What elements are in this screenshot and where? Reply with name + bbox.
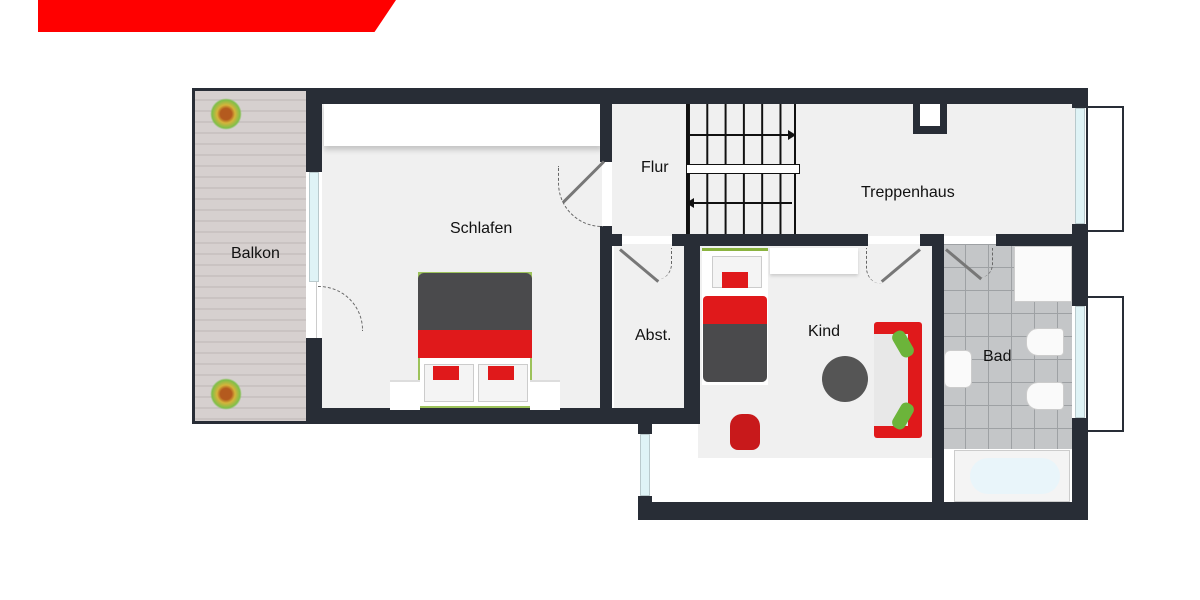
door-swing <box>978 248 993 278</box>
wall-left-upper <box>306 88 322 172</box>
stair-arrow-up <box>690 134 790 136</box>
room-label-flur: Flur <box>641 159 669 176</box>
nightstand <box>390 380 420 410</box>
bed-blanket <box>703 296 767 326</box>
door-swing <box>866 248 883 284</box>
balcony-deck <box>194 90 306 422</box>
window-bad <box>1075 306 1085 418</box>
bidet <box>1026 328 1064 356</box>
wall-right-top <box>1072 88 1088 108</box>
wall-schlafen-flur-upper <box>600 104 612 162</box>
wall-schlafen-flur-lower <box>600 226 612 416</box>
room-label-balkon: Balkon <box>231 245 280 262</box>
cushion <box>722 272 748 288</box>
round-table <box>822 356 868 402</box>
wardrobe <box>324 104 602 146</box>
wall-lower-left-2 <box>638 496 652 520</box>
arrow-left-icon <box>686 198 694 208</box>
balcony-outline-top <box>192 88 308 91</box>
wall-bottom-right <box>638 502 1088 520</box>
cushion <box>433 366 459 380</box>
wall-bottom-left <box>306 408 698 424</box>
plant-icon <box>210 378 242 410</box>
window-schlafen-balkon <box>309 172 319 282</box>
room-label-abst: Abst. <box>635 327 672 344</box>
wall-bad-top-right <box>996 234 1076 246</box>
plant-icon <box>210 98 242 130</box>
room-label-schlafen: Schlafen <box>450 220 513 237</box>
wall-right-mid <box>1072 224 1088 306</box>
wall-right-bottom <box>1072 418 1088 520</box>
nightstand <box>530 380 560 410</box>
abst-floor <box>614 244 684 408</box>
wall-abst-kind <box>684 234 700 424</box>
stair-arrow-down <box>692 202 792 204</box>
wall-kind-bad <box>932 234 944 510</box>
bed-duvet <box>703 324 767 382</box>
shower-tray <box>1014 246 1072 302</box>
desk-chair <box>730 414 760 450</box>
window-treppenhaus <box>1075 108 1085 224</box>
bed-blanket <box>418 330 532 358</box>
door-swing <box>655 248 672 280</box>
wall-abst-top-left <box>600 234 622 246</box>
cushion <box>488 366 514 380</box>
stair-landing <box>686 164 800 174</box>
toilet <box>1026 382 1064 410</box>
chimney-opening <box>920 104 940 126</box>
pillow <box>478 364 528 402</box>
room-label-kind: Kind <box>808 323 841 340</box>
balcony-outline-left <box>192 88 195 424</box>
wall-lower-left <box>638 424 652 434</box>
washbasin <box>944 350 972 388</box>
desk <box>770 248 858 274</box>
window-lower <box>640 434 650 496</box>
wall-left-lower <box>306 338 322 424</box>
wall-top <box>306 88 1088 104</box>
bay-bad <box>1086 296 1124 432</box>
bed-duvet <box>418 273 532 331</box>
room-label-treppenhaus: Treppenhaus <box>861 184 955 201</box>
bay-treppenhaus <box>1086 106 1124 232</box>
balcony-outline-bottom <box>192 421 308 424</box>
wall-kind-top <box>684 234 868 246</box>
arrow-right-icon <box>788 130 796 140</box>
bathtub-basin <box>970 458 1060 494</box>
flur-floor <box>612 104 1076 236</box>
header-banner <box>38 0 396 32</box>
room-label-bad: Bad <box>983 348 1012 365</box>
